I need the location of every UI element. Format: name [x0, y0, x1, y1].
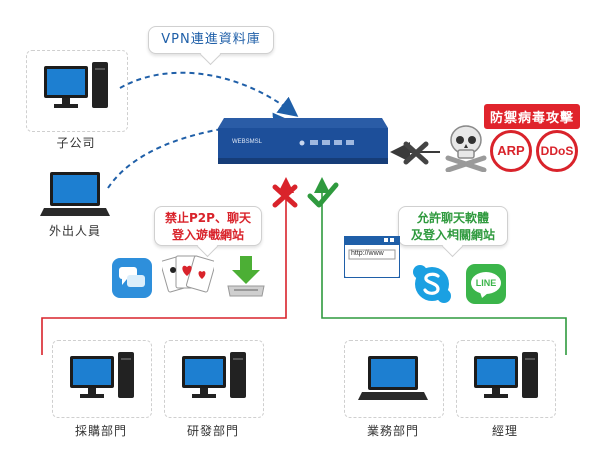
- deny-line: [41, 177, 294, 355]
- desktop-computer-icon: [182, 352, 246, 398]
- browser-url-text: http://www: [351, 250, 384, 257]
- block-bubble-line2: 登入遊戲網站: [171, 228, 244, 242]
- desktop-computer-icon: [474, 352, 538, 398]
- desktop-computer-icon: [44, 62, 108, 108]
- chat-app-icon: [112, 258, 152, 298]
- skype-icon: [413, 265, 451, 303]
- sales-box: [344, 340, 444, 418]
- remote-label: 外出人員: [48, 224, 101, 238]
- purchasing-label: 採購部門: [74, 424, 127, 438]
- laptop-icon: [40, 172, 110, 216]
- allow-line: [314, 177, 567, 355]
- attack-blocked-x-icon: [403, 141, 429, 165]
- browser-window-icon: [344, 236, 400, 278]
- vpn-line-remote: [107, 112, 293, 189]
- subsidiary-label: 子公司: [56, 136, 96, 150]
- vpn-line-subsidiary: [119, 71, 299, 117]
- playing-cards-icon: [162, 255, 214, 293]
- skull-icon: [445, 125, 487, 172]
- router-device-icon: [218, 118, 388, 164]
- arp-badge: ARP: [490, 130, 532, 172]
- rd-box: [164, 340, 264, 418]
- allow-bubble: 允許聊天軟體 及登入相關網站: [398, 206, 508, 246]
- block-bubble: 禁止P2P、聊天 登入遊戲網站: [154, 206, 262, 246]
- allow-bubble-line2: 及登入相關網站: [410, 228, 495, 242]
- purchasing-box: [52, 340, 152, 418]
- manager-box: [456, 340, 556, 418]
- threat-title: 防禦病毒攻擊: [484, 104, 581, 129]
- download-icon: [227, 256, 265, 297]
- line-app-text: LINE: [475, 278, 497, 288]
- line-app-icon: [466, 264, 506, 304]
- block-bubble-line1: 禁止P2P、聊天: [165, 211, 251, 225]
- sales-label: 業務部門: [366, 424, 419, 438]
- deny-x-icon: [272, 184, 298, 208]
- vpn-bubble: VPN連進資料庫: [148, 26, 274, 54]
- laptop-icon: [358, 356, 428, 400]
- allow-check-icon: [307, 182, 339, 208]
- subsidiary-box: [26, 50, 128, 132]
- ddos-badge: DDoS: [536, 130, 578, 172]
- manager-label: 經理: [491, 424, 518, 438]
- router-brand: WEBSMSL: [232, 139, 263, 145]
- rd-label: 研發部門: [186, 424, 239, 438]
- vpn-bubble-text: VPN連進資料庫: [161, 32, 261, 47]
- allow-bubble-line1: 允許聊天軟體: [416, 211, 489, 225]
- desktop-computer-icon: [70, 352, 134, 398]
